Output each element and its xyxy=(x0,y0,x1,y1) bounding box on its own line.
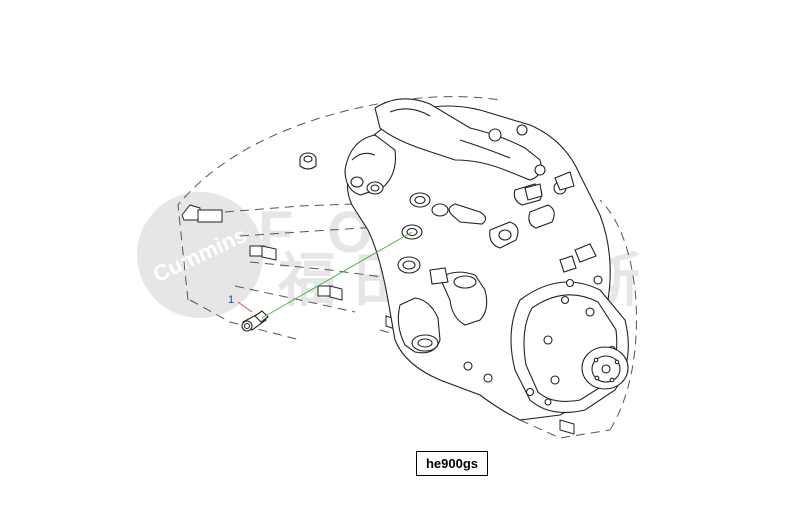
diagram-code-box: he900gs xyxy=(416,451,488,476)
loose-bushing xyxy=(299,152,317,170)
cummins-logo-circle xyxy=(137,192,263,318)
callout-number-1[interactable]: 1 xyxy=(228,294,234,306)
part-1-leader-line xyxy=(261,231,413,319)
water-pump-pulley xyxy=(581,346,629,390)
callout-1-leader xyxy=(237,301,253,313)
diagram-code-label: he900gs xyxy=(425,456,479,471)
part-1-sensor[interactable] xyxy=(241,310,269,332)
engine-block-drawing xyxy=(299,98,629,421)
